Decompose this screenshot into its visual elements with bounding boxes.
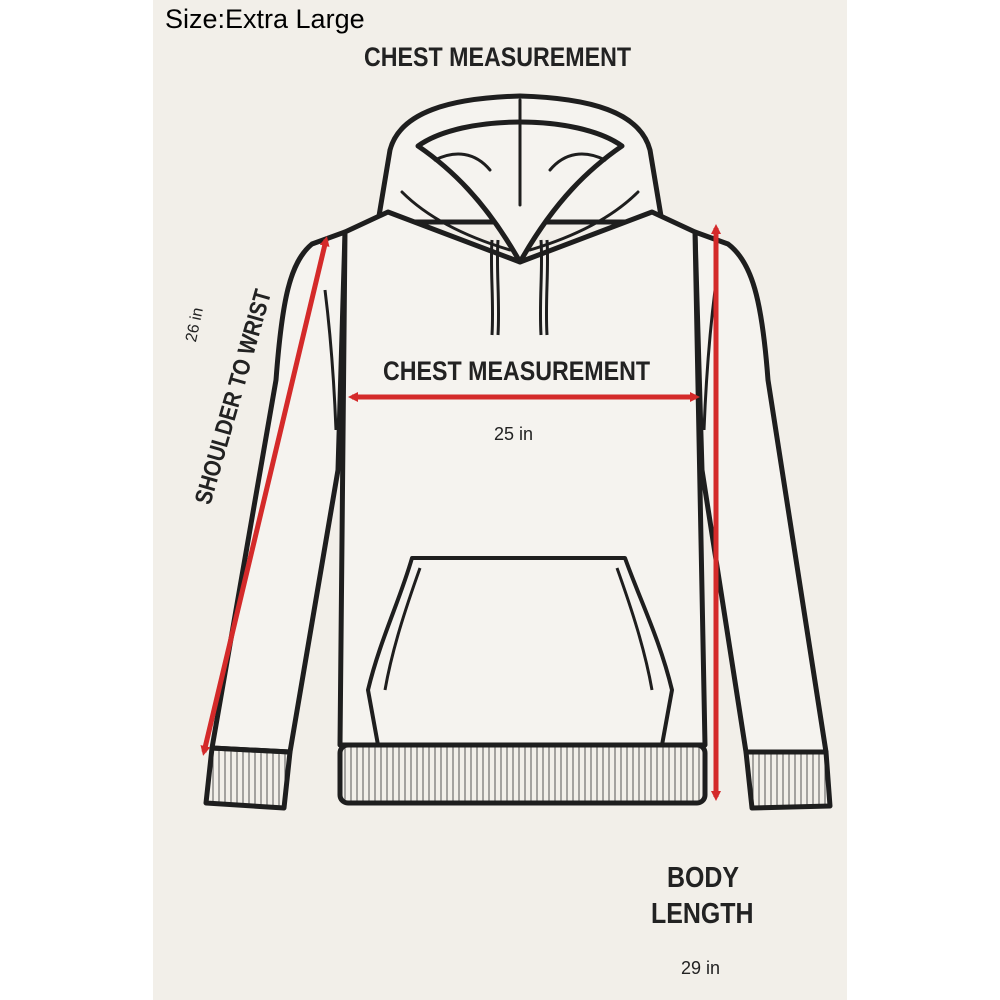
body-length-label-line1: BODY (667, 862, 740, 894)
left-cuff (203, 745, 293, 811)
sleeve-arrow (200, 236, 330, 756)
body-length-label-line2: LENGTH (651, 898, 754, 930)
drawstrings (489, 239, 550, 336)
chest-measurement-value: 25 in (494, 424, 534, 444)
header-title: CHEST MEASUREMENT (364, 42, 632, 72)
size-label: Size:Extra Large (165, 4, 365, 34)
body-outline (337, 209, 708, 748)
waistband (337, 742, 708, 806)
right-sleeve (692, 229, 829, 755)
left-sleeve (209, 229, 348, 755)
chest-measurement-label: CHEST MEASUREMENT (383, 356, 651, 386)
body-length-value: 29 in (681, 958, 721, 978)
right-cuff (743, 749, 833, 811)
